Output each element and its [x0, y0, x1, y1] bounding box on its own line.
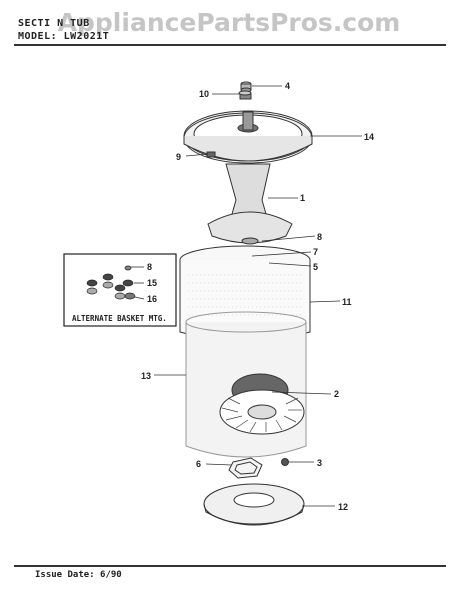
part-1-agitator — [207, 163, 293, 244]
callout-7: 7 — [313, 247, 318, 257]
inset-callout-16: 16 — [147, 294, 157, 304]
issue-date: Issue Date: 6/90 — [35, 570, 122, 580]
callout-12: 12 — [338, 502, 348, 512]
callout-6: 6 — [196, 459, 201, 469]
footer-rule — [14, 565, 446, 567]
model-label: MODEL: LW2021T — [18, 31, 110, 42]
part-4-cap — [240, 81, 252, 93]
header-rule — [14, 44, 446, 46]
callout-11: 11 — [342, 297, 352, 307]
callout-8: 8 — [317, 232, 322, 242]
part-2-seal — [219, 373, 305, 435]
part-9-clip — [206, 151, 216, 158]
callout-5: 5 — [313, 262, 318, 272]
part-6-gasket — [228, 457, 263, 479]
callout-9: 9 — [176, 152, 181, 162]
part-14-balance-ring — [183, 110, 313, 164]
callout-3: 3 — [317, 458, 322, 468]
callout-1: 1 — [300, 193, 305, 203]
part-3-nut — [281, 458, 289, 466]
inset-title: ALTERNATE BASKET MTG. — [72, 314, 167, 323]
part-10-nut — [238, 90, 252, 100]
callout-4: 4 — [285, 81, 290, 91]
callout-10: 10 — [199, 89, 209, 99]
section-label: SECTI N TUB — [18, 18, 90, 29]
inset-callout-8: 8 — [147, 262, 152, 272]
callout-2: 2 — [334, 389, 339, 399]
callout-14: 14 — [364, 132, 374, 142]
watermark: AppliancePartsPros.com — [57, 8, 401, 37]
part-12-cover — [203, 483, 305, 526]
alternate-basket-inset: ALTERNATE BASKET MTG. — [63, 253, 177, 327]
callout-13: 13 — [141, 371, 151, 381]
callout-labels: 4 10 14 9 1 8 7 5 11 13 2 6 3 12 8 15 16 — [141, 81, 374, 512]
inset-callout-15: 15 — [147, 278, 157, 288]
